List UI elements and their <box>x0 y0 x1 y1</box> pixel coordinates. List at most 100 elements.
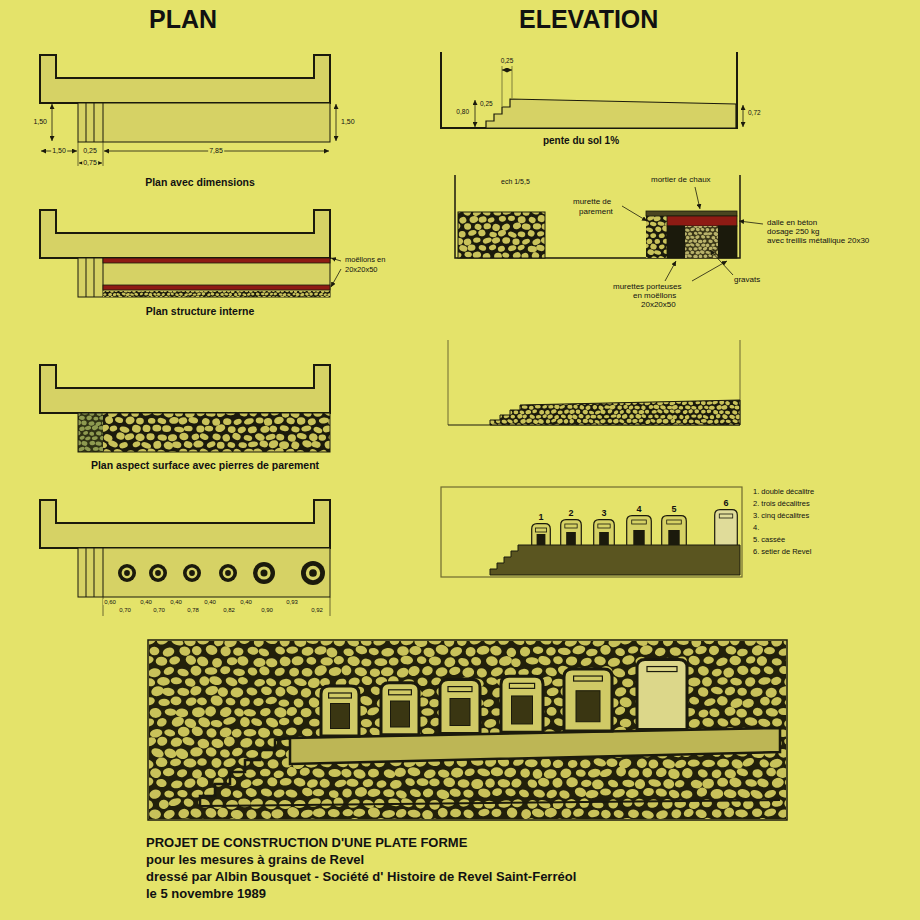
stone <box>292 697 305 709</box>
stone <box>525 641 536 646</box>
dimension: 0,75 <box>82 159 98 166</box>
callout-number: 5 <box>670 504 677 515</box>
stone <box>149 696 156 707</box>
stone <box>695 808 708 819</box>
stone <box>267 291 271 293</box>
stone <box>629 396 635 402</box>
stone <box>525 759 538 767</box>
stone <box>713 231 718 236</box>
stone <box>293 716 303 725</box>
stone <box>271 296 275 297</box>
stone <box>204 291 208 293</box>
stone <box>249 818 263 819</box>
stone <box>362 818 374 819</box>
stone-texture <box>149 641 786 819</box>
stone <box>698 240 703 244</box>
section-frame <box>441 52 737 128</box>
stone <box>619 410 624 415</box>
stone <box>492 415 498 420</box>
stone <box>537 214 545 222</box>
stone <box>306 656 317 665</box>
stone <box>260 787 273 798</box>
stone <box>522 396 527 400</box>
stone <box>203 767 217 780</box>
stone <box>529 396 535 401</box>
stone <box>688 239 693 243</box>
stone <box>572 395 579 400</box>
stone <box>205 727 217 738</box>
stone <box>750 644 764 658</box>
stone <box>525 410 531 415</box>
stone <box>491 767 504 777</box>
stone <box>728 423 733 428</box>
stone <box>150 746 165 759</box>
stone <box>728 818 741 819</box>
stone <box>717 758 730 768</box>
stone <box>354 666 368 677</box>
stone <box>706 235 710 238</box>
stone <box>737 648 749 657</box>
stone <box>457 656 470 668</box>
measure-shape <box>531 523 551 545</box>
stone <box>114 416 123 424</box>
stone <box>498 654 513 667</box>
stone <box>553 655 564 665</box>
stone <box>78 439 82 446</box>
stone <box>703 254 707 258</box>
stone <box>330 297 331 298</box>
stone <box>458 231 465 238</box>
stone <box>779 666 786 675</box>
stone <box>498 405 504 409</box>
stone <box>711 668 723 678</box>
stone <box>195 296 199 297</box>
stone <box>708 239 713 243</box>
stone <box>204 685 219 697</box>
stone <box>222 291 227 293</box>
measure-key-item: 1. double décalitre <box>752 488 815 496</box>
stone <box>548 396 554 401</box>
stone <box>260 425 270 433</box>
stone <box>642 395 648 400</box>
stone <box>155 656 167 666</box>
stone <box>693 239 698 244</box>
stone <box>708 707 720 718</box>
stone <box>783 818 786 819</box>
stone <box>291 426 300 433</box>
grain-measure: 5 <box>661 504 687 545</box>
stone <box>553 423 559 428</box>
stone <box>333 641 345 647</box>
stone <box>99 415 103 420</box>
stone <box>725 645 737 655</box>
stone <box>219 748 231 759</box>
stone <box>686 235 690 239</box>
annotation: moëllons en <box>344 256 386 264</box>
measure-shape <box>714 509 738 545</box>
stone <box>626 789 639 799</box>
stone <box>185 291 190 293</box>
stone <box>246 750 259 758</box>
stone <box>553 759 564 768</box>
stone <box>517 413 524 419</box>
stone <box>681 790 693 799</box>
stone <box>662 641 675 648</box>
stone <box>287 293 291 296</box>
stone <box>327 293 330 296</box>
dimension: 0,78 <box>186 607 200 613</box>
measure-footprint <box>301 561 325 585</box>
grain-measure: 4 <box>626 504 652 545</box>
stone <box>328 666 342 676</box>
stone <box>744 641 757 647</box>
stone <box>233 647 244 656</box>
stone <box>301 425 312 433</box>
stone <box>149 818 156 819</box>
dimension-tick <box>78 142 79 166</box>
stone <box>776 767 786 778</box>
dimension-tick <box>502 66 503 106</box>
stone <box>702 760 715 768</box>
stone <box>318 434 326 440</box>
stone <box>685 226 688 227</box>
stone <box>698 226 702 228</box>
stone <box>741 756 755 768</box>
dimension: 0,25 <box>479 101 494 108</box>
stone <box>206 413 216 417</box>
